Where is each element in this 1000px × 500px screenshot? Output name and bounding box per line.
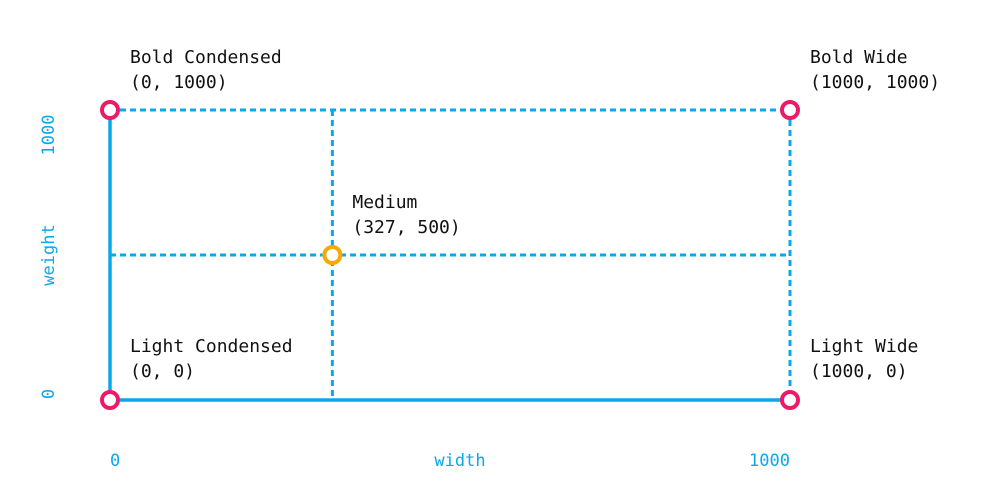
bold-wide-coords-label: (1000, 1000) — [810, 72, 940, 93]
bold-condensed-name-label: Bold Condensed — [130, 47, 282, 68]
bold-condensed-coords-label: (0, 1000) — [130, 72, 228, 93]
y-axis-max-tick-label: 1000 — [39, 115, 59, 156]
medium-name-label: Medium — [352, 192, 417, 213]
x-axis-title: width — [434, 451, 485, 471]
light-condensed-marker — [100, 390, 120, 410]
x-axis-max-tick-label: 1000 — [749, 451, 790, 471]
medium-coords-label: (327, 500) — [352, 217, 460, 238]
light-wide-marker — [780, 390, 800, 410]
bold-wide-name-label: Bold Wide — [810, 47, 908, 68]
y-axis-min-tick-label: 0 — [39, 389, 59, 399]
bold-condensed-marker — [100, 100, 120, 120]
light-wide-coords-label: (1000, 0) — [810, 361, 908, 382]
light-condensed-name-label: Light Condensed — [130, 336, 293, 357]
x-axis-min-tick-label: 0 — [110, 451, 120, 471]
light-condensed-coords-label: (0, 0) — [130, 361, 195, 382]
y-axis-title: weight — [39, 224, 59, 285]
medium-marker — [322, 245, 343, 265]
light-wide-name-label: Light Wide — [810, 336, 918, 357]
bold-wide-marker — [780, 100, 800, 120]
